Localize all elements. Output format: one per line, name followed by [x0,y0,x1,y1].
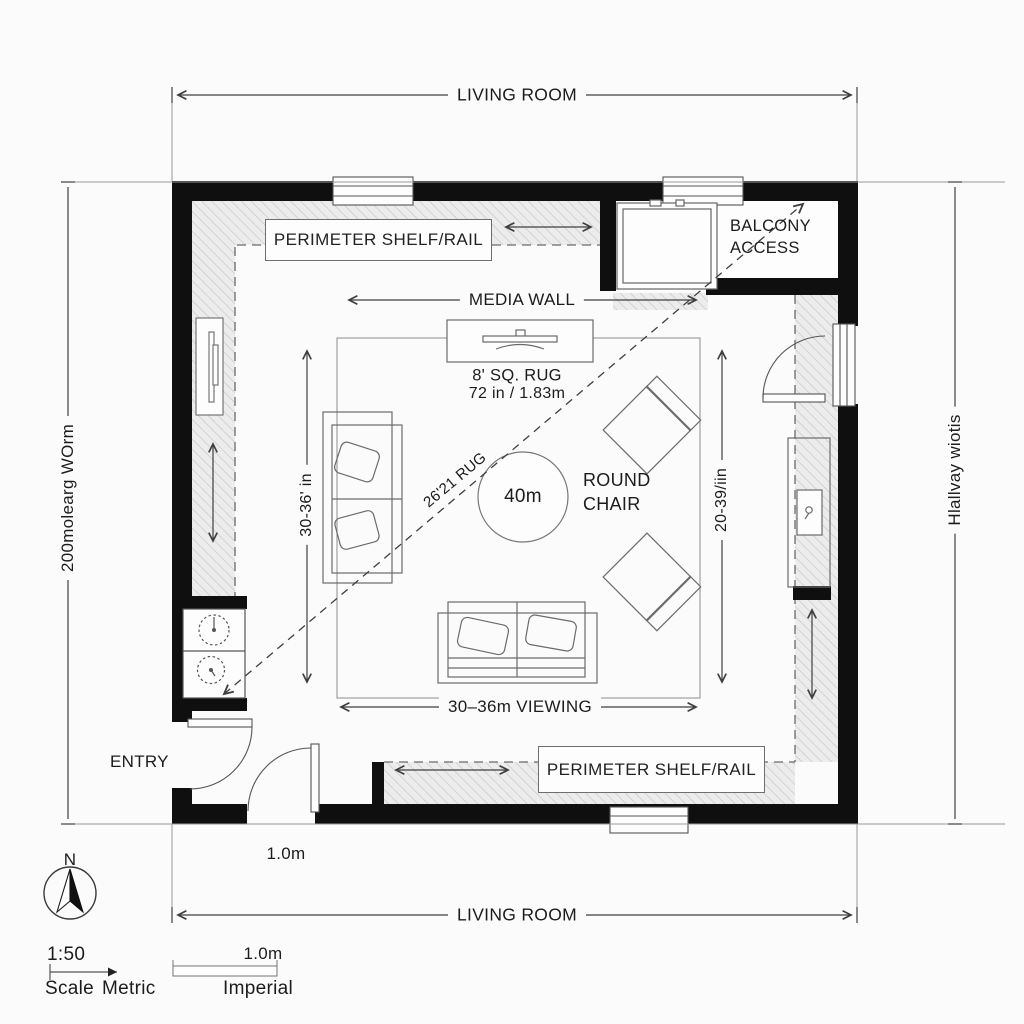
extension-lines [62,95,1005,915]
inner-dim-right-label: 20-39/iin [713,459,731,541]
perimeter-shelf-label-bottom: PERIMETER SHELF/RAIL [538,746,765,793]
perimeter-shelf-label-top: PERIMETER SHELF/RAIL [265,219,492,261]
north-compass-icon [43,866,97,920]
room-title-bottom: LIVING ROOM [448,904,586,926]
rug-size-metric-label: 72 in / 1.83m [468,385,566,402]
outer-dim-right-label: Hlallvay wiotis [945,406,965,534]
scale-ratio-label: 1:50 [47,944,86,965]
imperial-label: Imperial [223,978,293,999]
balcony-path-arrow [224,204,803,694]
outer-dim-left-label: 200molearg WOrm [58,415,78,581]
room-title-top: LIVING ROOM [448,84,586,106]
media-wall-dimension-label: MEDIA WALL [459,290,585,310]
rug-size-label: 8' SQ. RUG [472,366,562,385]
round-chair-diameter-label: 40m [504,486,542,507]
metric-label: Metric [102,978,156,999]
entry-label: ENTRY [110,752,169,771]
scale-bar-imperial [172,960,278,977]
door-swing-icon [187,718,320,813]
tv-console-icon [446,319,594,363]
scale-label: Scale [45,978,95,999]
round-chair-label: ROUND CHAIR [583,470,651,514]
balcony-access-label: BALCONY ACCESS [730,217,811,257]
balcony-door-icon [616,199,718,290]
north-label: N [63,850,77,869]
inner-dim-left-label: 30-36' in [298,465,316,545]
viewing-distance-label: 30–36m VIEWING [438,697,602,717]
imperial-value-label: 1.0m [243,944,283,963]
scale-bar-metric [49,964,117,980]
wall-shelf-icon [195,317,224,416]
entry-width-label: 1.0m [266,844,306,863]
